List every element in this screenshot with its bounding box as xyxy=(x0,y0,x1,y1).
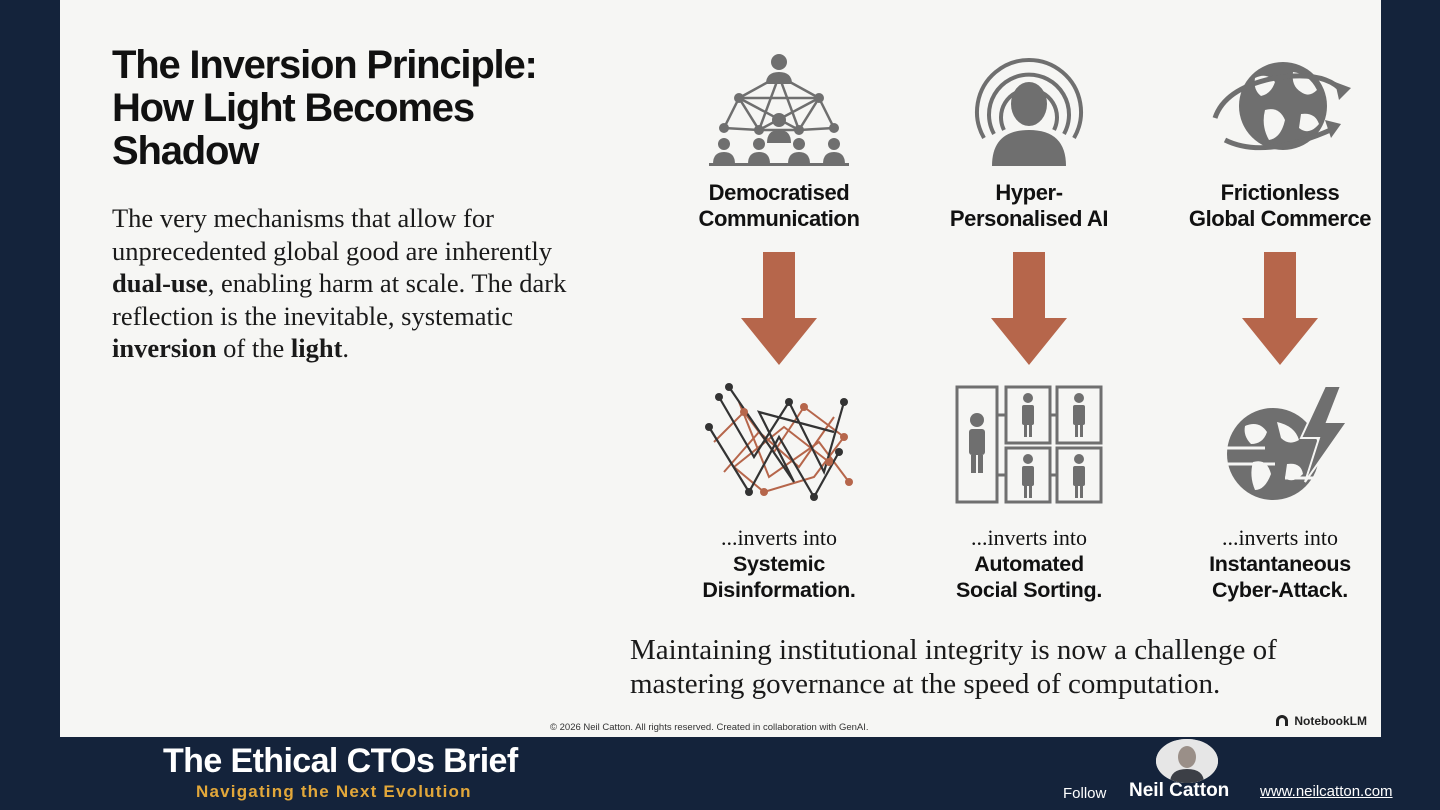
notebooklm-watermark: NotebookLM xyxy=(1275,714,1367,728)
intro-emphasis: light xyxy=(290,333,343,364)
author-photo-icon xyxy=(1156,739,1218,783)
down-arrow-icon xyxy=(1242,252,1318,365)
conclusion-statement: Maintaining institutional integrity is n… xyxy=(630,633,1350,701)
inversion-outcome: Systemic Disinformation. xyxy=(654,551,904,603)
slide-title: The Inversion Principle: How Light Becom… xyxy=(112,44,592,173)
notebooklm-logo-icon xyxy=(1276,715,1289,726)
author-name: Neil Catton xyxy=(1129,780,1230,801)
outcome-line: Social Sorting. xyxy=(955,578,1103,602)
brief-title: The Ethical CTOs Brief xyxy=(163,742,518,780)
sorted-people-grid-icon xyxy=(955,385,1103,504)
column-label: Frictionless Global Commerce xyxy=(1155,180,1381,232)
watermark-text: NotebookLM xyxy=(1294,714,1367,728)
inversion-outcome: Automated Social Sorting. xyxy=(904,551,1154,603)
column-label-line: Frictionless xyxy=(1220,180,1340,205)
column-label-line: Personalised AI xyxy=(949,206,1109,231)
globe-orbit-icon xyxy=(1212,62,1351,151)
copyright-notice: © 2026 Neil Catton. All rights reserved.… xyxy=(550,722,869,733)
column-label-line: Hyper- xyxy=(995,180,1063,205)
intro-emphasis: inversion xyxy=(112,333,217,364)
conclusion-line: mastering governance at the speed of com… xyxy=(630,668,1221,700)
author-avatar xyxy=(1156,739,1218,783)
intro-text: The very mechanisms that allow for unpre… xyxy=(112,203,553,266)
network-people-icon xyxy=(709,54,849,166)
intro-text: , enabling harm at scale. The dark refle… xyxy=(112,268,567,331)
title-line: How Light Becomes xyxy=(112,86,475,130)
outcome-line: Automated xyxy=(974,552,1084,576)
intro-text: of the xyxy=(216,333,291,364)
inversion-outcome: Instantaneous Cyber-Attack. xyxy=(1155,551,1381,603)
follow-label: Follow xyxy=(1063,785,1107,802)
globe-lightning-icon xyxy=(1215,385,1349,500)
slide: The Inversion Principle: How Light Becom… xyxy=(60,0,1381,737)
intro-text: . xyxy=(342,333,350,364)
conclusion-line: Maintaining institutional integrity is n… xyxy=(630,634,1277,666)
website-link[interactable]: www.neilcatton.com xyxy=(1260,783,1393,800)
person-signal-icon xyxy=(975,58,1083,166)
inverts-into-text: ...inverts into xyxy=(720,525,838,550)
inverts-into-text: ...inverts into xyxy=(1221,525,1339,550)
column-label-line: Democratised xyxy=(708,180,850,205)
title-line: Shadow xyxy=(112,129,259,173)
down-arrow-icon xyxy=(991,252,1067,365)
column-label: Democratised Communication xyxy=(654,180,904,232)
intro-paragraph: The very mechanisms that allow for unpre… xyxy=(112,202,572,365)
column-label-line: Global Commerce xyxy=(1188,206,1372,231)
intro-emphasis: dual-use xyxy=(112,268,208,299)
outcome-line: Systemic xyxy=(732,552,826,576)
outcome-line: Disinformation. xyxy=(702,578,856,602)
outcome-line: Cyber-Attack. xyxy=(1212,578,1348,602)
column-label-line: Communication xyxy=(698,206,860,231)
outcome-line: Instantaneous xyxy=(1209,552,1351,576)
inverts-into-text: ...inverts into xyxy=(970,525,1088,550)
column-label: Hyper- Personalised AI xyxy=(904,180,1154,232)
title-line: The Inversion Principle: xyxy=(112,43,538,87)
down-arrow-icon xyxy=(741,252,817,365)
tangled-network-icon xyxy=(705,383,853,501)
brief-subtitle: Navigating the Next Evolution xyxy=(196,782,472,801)
